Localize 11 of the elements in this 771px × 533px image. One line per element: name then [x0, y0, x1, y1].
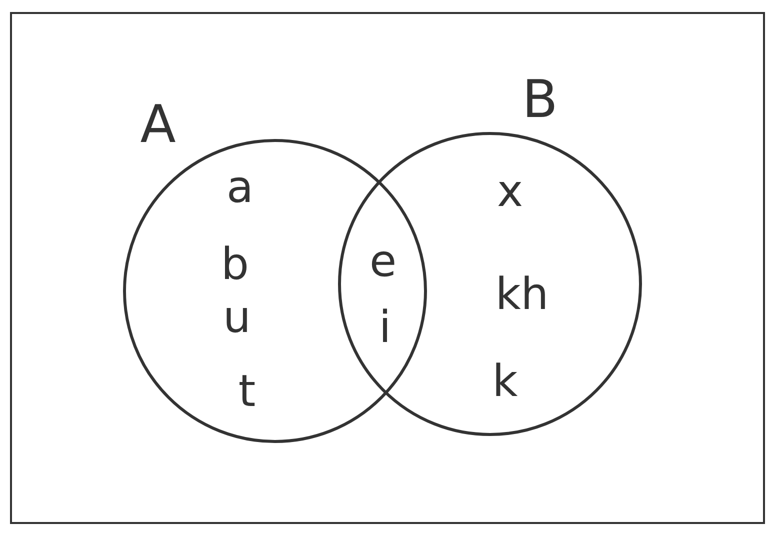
set-element: e — [369, 240, 397, 284]
set-element: x — [496, 170, 524, 214]
set-element: b — [221, 243, 249, 287]
set-element: u — [223, 296, 251, 340]
set-label: A — [140, 99, 176, 151]
set-element: kh — [495, 273, 549, 317]
set-element: a — [226, 166, 254, 210]
set-label: B — [522, 74, 558, 126]
set-element: t — [238, 370, 256, 414]
set-element: k — [492, 360, 518, 404]
set-element: i — [378, 306, 392, 350]
